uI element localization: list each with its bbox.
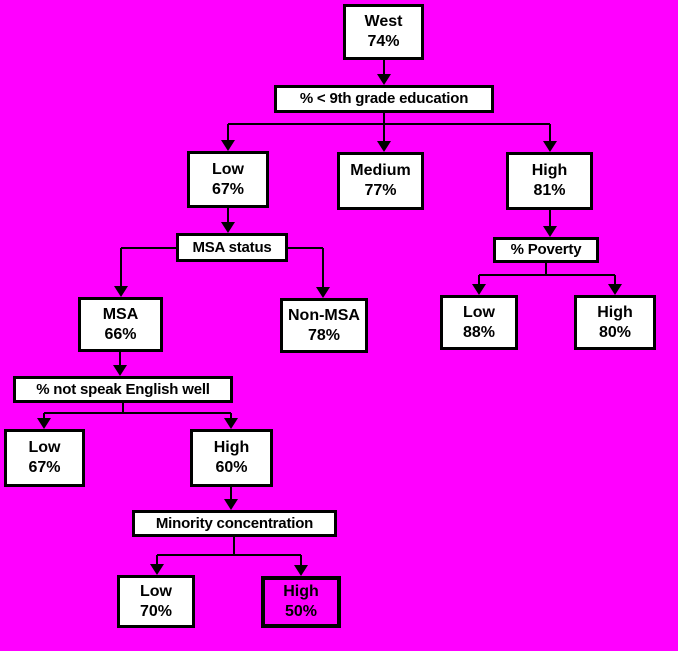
node-value: 80% — [598, 323, 632, 341]
rule-label: MSA status — [192, 238, 272, 256]
node-non-msa: Non-MSA 78% — [280, 298, 368, 353]
node-label: Low — [212, 160, 244, 178]
node-label: Low — [28, 439, 61, 456]
split-rule-minority: Minority concentration — [132, 510, 337, 537]
node-value: 50% — [284, 603, 318, 620]
node-label: High — [597, 303, 633, 321]
node-education-high: High 81% — [506, 152, 593, 210]
node-label: West — [364, 13, 403, 30]
node-label: Low — [140, 582, 172, 600]
node-value: 67% — [28, 459, 61, 476]
node-value: 70% — [139, 602, 173, 620]
node-label: High — [283, 583, 319, 600]
rule-label: Minority concentration — [155, 514, 314, 532]
node-english-low: Low 67% — [4, 429, 85, 487]
node-value: 74% — [367, 33, 400, 50]
rule-label: % not speak English well — [36, 380, 210, 398]
node-value: 67% — [211, 180, 245, 198]
node-value: 81% — [533, 182, 566, 199]
node-msa: MSA 66% — [78, 297, 163, 352]
node-label: High — [531, 162, 568, 179]
node-education-medium: Medium 77% — [337, 152, 424, 210]
node-poverty-low: Low 88% — [440, 295, 518, 350]
node-label: High — [213, 439, 250, 456]
node-minority-low: Low 70% — [117, 575, 195, 628]
rule-label: % Poverty — [510, 241, 582, 258]
node-value: 66% — [104, 325, 137, 343]
node-label: MSA — [102, 305, 139, 323]
split-rule-poverty: % Poverty — [493, 237, 599, 263]
node-value: 77% — [364, 182, 397, 199]
split-rule-msa-status: MSA status — [176, 233, 288, 262]
node-label: Medium — [350, 162, 411, 179]
node-value: 88% — [462, 323, 496, 341]
node-label: Non-MSA — [288, 306, 360, 324]
node-education-low: Low 67% — [187, 151, 269, 208]
node-value: 60% — [215, 459, 248, 476]
rule-label: % < 9th grade education — [299, 90, 469, 107]
node-value: 78% — [307, 326, 341, 344]
node-west: West 74% — [343, 4, 424, 60]
node-minority-high-highlighted: High 50% — [261, 576, 341, 628]
node-poverty-high: High 80% — [574, 295, 656, 350]
split-rule-education: % < 9th grade education — [274, 85, 494, 113]
split-rule-english: % not speak English well — [13, 376, 233, 403]
node-english-high: High 60% — [190, 429, 273, 487]
node-label: Low — [463, 303, 495, 321]
